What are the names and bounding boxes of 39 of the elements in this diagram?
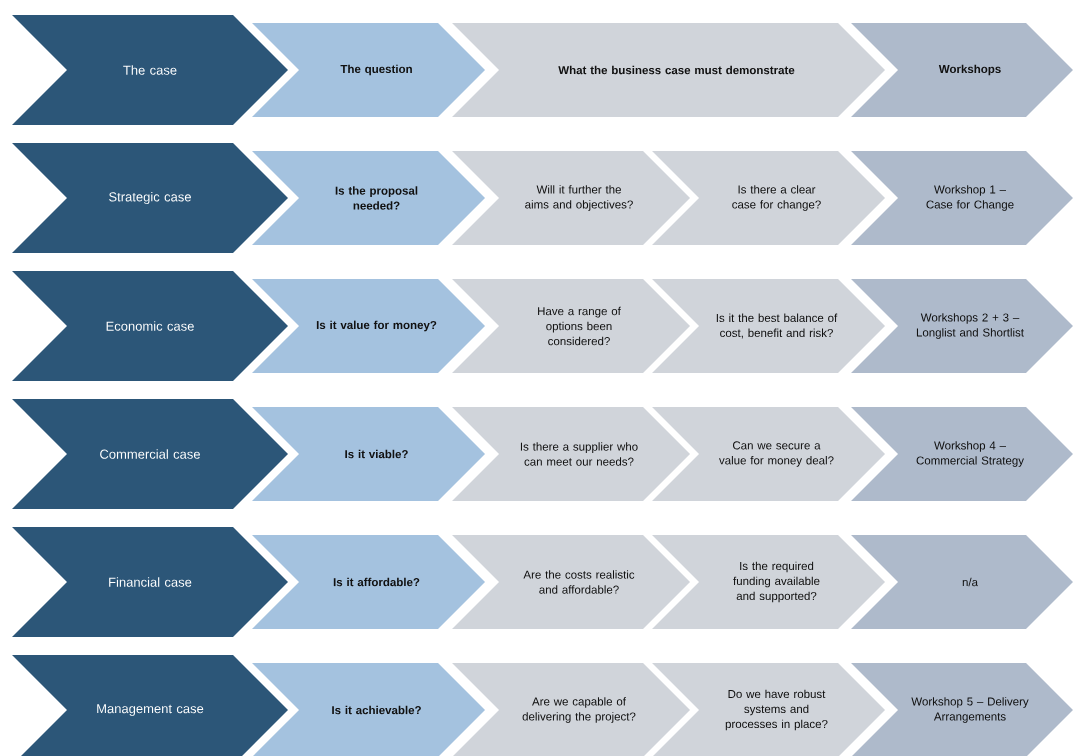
node-label: Do we have robust systems and processes in place?: [725, 689, 828, 731]
step-box: Are the costs realistic and affordable?: [452, 535, 690, 629]
step-box: Are we capable of delivering the project?: [452, 663, 690, 756]
node-label: Is there a supplier who can meet our needs?: [520, 442, 638, 466]
node-label: Is it the best balance of cost, benefit and risk?: [716, 313, 838, 339]
step-box: Have a range of options been considered?: [452, 279, 690, 373]
step-box: Workshop 4 – Commercial Strategy: [851, 407, 1073, 501]
step-box: Will it further the aims and objectives?: [452, 151, 690, 245]
step-box: Is it value for money?: [252, 279, 485, 373]
step-box: Commercial case: [12, 399, 288, 509]
node-label: Are the costs realistic and affordable?: [523, 570, 635, 594]
node-label: Are we capable of delivering the project?: [522, 697, 636, 723]
node-label: Is there a clear case for change?: [732, 185, 821, 211]
node-label: Can we secure a value for money deal?: [719, 441, 834, 467]
node-label: Will it further the aims and objectives?: [525, 185, 633, 211]
node-label: Have a range of options been considered?: [538, 306, 621, 346]
step-box: Workshops: [851, 23, 1073, 117]
step-box: The question: [252, 23, 485, 117]
step-box: Is it achievable?: [252, 663, 485, 756]
step-box: Management case: [12, 655, 288, 756]
step-box: Is the required funding available and supported?: [652, 535, 885, 629]
step-box: Can we secure a value for money deal?: [652, 407, 885, 501]
step-box: The case: [12, 15, 288, 125]
step-box: Strategic case: [12, 143, 288, 253]
step-box: Is the proposal needed?: [252, 151, 485, 245]
step-box: Financial case: [12, 527, 288, 637]
node-label: Is the required funding available and supported?: [733, 561, 820, 603]
step-box: Is there a supplier who can meet our needs?: [452, 407, 690, 501]
step-box: Is there a clear case for change?: [652, 151, 885, 245]
step-box: Workshop 1 – Case for Change: [851, 151, 1073, 245]
step-box: Do we have robust systems and processes in place?: [652, 663, 885, 756]
step-box: n/a: [851, 535, 1073, 629]
step-box: Workshops 2 + 3 – Longlist and Shortlist: [851, 279, 1073, 373]
step-box: Is it affordable?: [252, 535, 485, 629]
step-box: Workshop 5 – Delivery Arrangements: [851, 663, 1073, 756]
step-box: Is it the best balance of cost, benefit and risk?: [652, 279, 885, 373]
step-box: Is it viable?: [252, 407, 485, 501]
step-box: What the business case must demonstrate: [452, 23, 885, 117]
step-box: Economic case: [12, 271, 288, 381]
